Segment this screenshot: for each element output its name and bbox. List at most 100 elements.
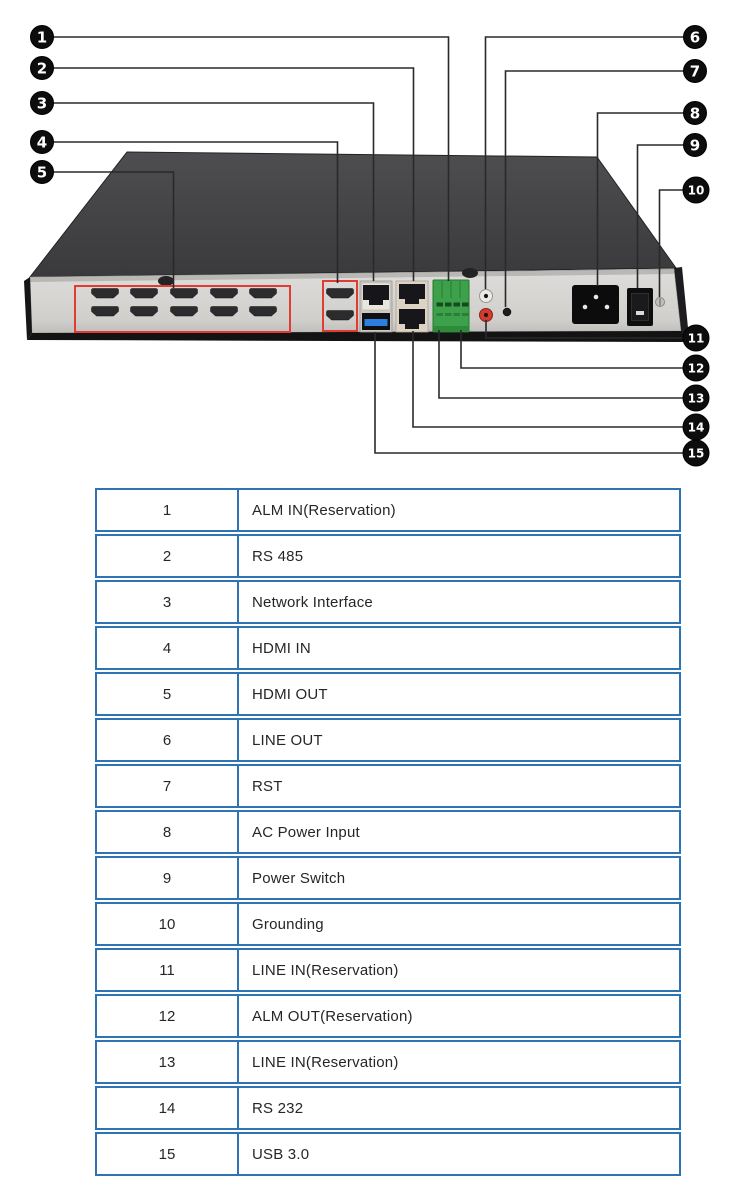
svg-text:1: 1 xyxy=(37,28,47,46)
callout-badge-15: 15 xyxy=(682,439,710,467)
callout-badge-3: 3 xyxy=(30,91,54,115)
legend-table: 1 ALM IN(Reservation) 2 RS 485 3 Network… xyxy=(95,488,681,1176)
usb3-port xyxy=(362,313,390,330)
hdmi-port xyxy=(210,288,238,299)
hdmi-port xyxy=(130,306,158,317)
chassis-top-face xyxy=(28,151,677,278)
table-row: 6 LINE OUT xyxy=(95,718,681,762)
table-row: 1 ALM IN(Reservation) xyxy=(95,488,681,532)
callout-line-3 xyxy=(53,102,375,281)
svg-text:2: 2 xyxy=(37,59,47,77)
line-in-jack xyxy=(479,308,493,322)
callout-badge-4: 4 xyxy=(30,130,54,154)
svg-text:5: 5 xyxy=(37,163,47,181)
callout-badge-10: 10 xyxy=(682,176,710,204)
callout-lines xyxy=(53,36,684,454)
svg-text:11: 11 xyxy=(688,331,705,345)
table-row: 10 Grounding xyxy=(95,902,681,946)
table-row: 9 Power Switch xyxy=(95,856,681,900)
callout-line-7 xyxy=(504,70,684,307)
rst-button xyxy=(502,307,512,317)
row-number: 2 xyxy=(97,536,239,576)
row-label: ALM OUT(Reservation) xyxy=(252,1007,413,1025)
table-row: 13 LINE IN(Reservation) xyxy=(95,1040,681,1084)
row-label: RS 485 xyxy=(252,547,304,565)
table-row: 8 AC Power Input xyxy=(95,810,681,854)
line-out-jack xyxy=(479,289,493,303)
row-number: 14 xyxy=(97,1088,239,1128)
hdmi-port xyxy=(249,288,277,299)
callout-line-6 xyxy=(484,36,684,289)
table-row: 11 LINE IN(Reservation) xyxy=(95,948,681,992)
row-label: RS 232 xyxy=(252,1099,304,1117)
table-row: 12 ALM OUT(Reservation) xyxy=(95,994,681,1038)
row-label: ALM IN(Reservation) xyxy=(252,501,396,519)
row-number: 11 xyxy=(97,950,239,990)
chassis-right-edge xyxy=(674,267,689,338)
hdmi-port xyxy=(91,288,119,299)
callout-line-13 xyxy=(438,330,683,399)
hdmi-port xyxy=(249,306,277,317)
callout-line-8 xyxy=(596,112,684,286)
callout-badge-14: 14 xyxy=(682,413,710,441)
svg-text:10: 10 xyxy=(688,183,705,197)
callout-line-11 xyxy=(485,320,683,339)
hdmi-port xyxy=(130,288,158,299)
row-number: 10 xyxy=(97,904,239,944)
svg-text:8: 8 xyxy=(690,104,700,122)
row-label: Network Interface xyxy=(252,593,373,611)
ac-power-inlet xyxy=(572,285,619,324)
hdmi-port xyxy=(170,306,198,317)
row-label: HDMI OUT xyxy=(252,685,328,703)
row-number: 8 xyxy=(97,812,239,852)
hdmi-port xyxy=(210,306,238,317)
svg-text:7: 7 xyxy=(690,62,700,80)
network-usb-module xyxy=(359,280,393,333)
callout-badges: 1 2 3 4 5 6 7 8 9 xyxy=(30,25,710,467)
table-row: 3 Network Interface xyxy=(95,580,681,624)
callout-line-12 xyxy=(460,330,683,369)
row-number: 9 xyxy=(97,858,239,898)
row-label: RST xyxy=(252,777,283,795)
callout-line-10 xyxy=(658,189,683,297)
row-number: 12 xyxy=(97,996,239,1036)
row-number: 3 xyxy=(97,582,239,622)
callout-line-5 xyxy=(53,171,175,288)
row-number: 5 xyxy=(97,674,239,714)
callout-badge-2: 2 xyxy=(30,56,54,80)
table-row: 7 RST xyxy=(95,764,681,808)
chassis-left-edge xyxy=(24,277,32,340)
hdmi-out-highlight-box xyxy=(74,285,291,333)
table-row: 2 RS 485 xyxy=(95,534,681,578)
callout-badge-5: 5 xyxy=(30,160,54,184)
callout-line-9 xyxy=(636,144,684,288)
row-number: 6 xyxy=(97,720,239,760)
power-switch-toggle xyxy=(627,288,653,326)
rear-panel-diagram: 1 2 3 4 5 6 7 8 9 xyxy=(24,25,710,467)
svg-text:9: 9 xyxy=(690,136,700,154)
chassis-notch xyxy=(462,268,478,278)
alarm-terminal-block xyxy=(432,279,470,333)
hdmi-port xyxy=(91,306,119,317)
svg-text:15: 15 xyxy=(688,446,705,460)
svg-text:3: 3 xyxy=(37,94,47,112)
table-row: 15 USB 3.0 xyxy=(95,1132,681,1176)
hdmi-port xyxy=(326,310,354,321)
svg-text:6: 6 xyxy=(690,28,700,46)
table-row: 4 HDMI IN xyxy=(95,626,681,670)
row-number: 7 xyxy=(97,766,239,806)
row-label: HDMI IN xyxy=(252,639,311,657)
svg-text:13: 13 xyxy=(688,391,705,405)
grounding-screw xyxy=(655,297,665,307)
callout-line-14 xyxy=(412,331,683,428)
row-number: 15 xyxy=(97,1134,239,1174)
svg-text:14: 14 xyxy=(688,420,705,434)
row-label: LINE OUT xyxy=(252,731,323,749)
hdmi-port xyxy=(170,288,198,299)
row-label: LINE IN(Reservation) xyxy=(252,1053,399,1071)
table-row: 5 HDMI OUT xyxy=(95,672,681,716)
callout-badge-9: 9 xyxy=(683,133,707,157)
row-label: AC Power Input xyxy=(252,823,360,841)
table-row: 14 RS 232 xyxy=(95,1086,681,1130)
